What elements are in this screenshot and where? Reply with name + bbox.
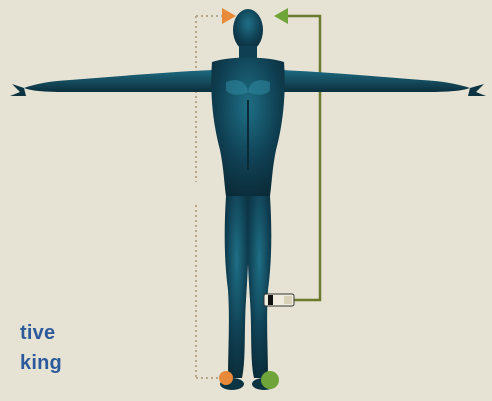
right-foot-marker xyxy=(261,371,279,389)
right-ear-marker xyxy=(274,8,288,24)
body-silhouette xyxy=(10,9,486,390)
caption-line-1: tive xyxy=(20,322,55,345)
left-foot-marker xyxy=(219,371,233,385)
knee-sensor-device xyxy=(264,294,294,306)
caption-line-2: king xyxy=(20,352,62,375)
left-ear-marker xyxy=(222,8,236,24)
green-connection xyxy=(280,16,320,300)
